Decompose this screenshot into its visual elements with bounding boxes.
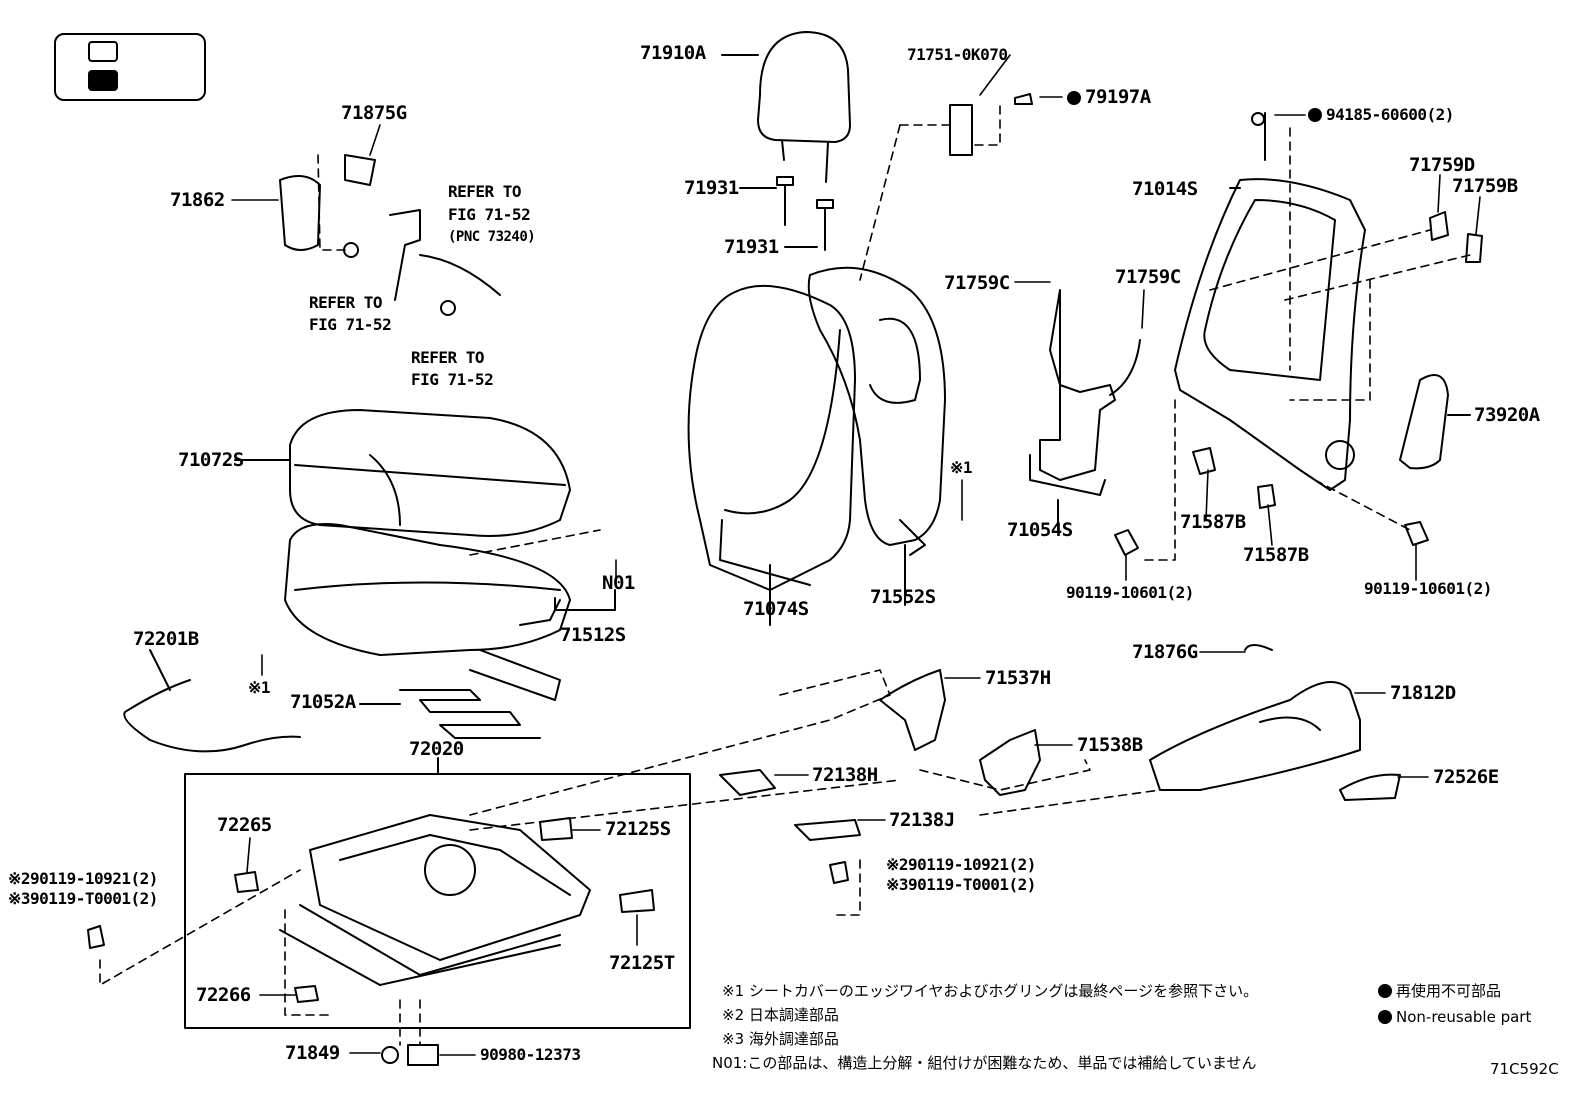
label-71587B-a: 71587B [1180,511,1246,533]
seat-cushion-cover-part [234,409,571,537]
lumbar-support-part [1029,289,1141,531]
seat-side-cover-part [1149,644,1401,801]
headrest-guide-parts [739,176,834,251]
label-73920A: 73920A [1474,404,1540,426]
label-N01: N01 [602,572,635,594]
label-71072S: 71072S [178,449,244,471]
label-ref1: ※1 [248,678,271,697]
label-pnc: (PNC 73240) [448,229,536,245]
note-1: ※1 シートカバーのエッジワイヤおよびホグリングは最終ページを参照下さい。 [722,982,1259,1000]
label-71552S: 71552S [870,586,936,608]
label-71812D: 71812D [1390,682,1456,704]
nonreusable-dot-icon [1378,1010,1392,1024]
nonreusable-dot-icon [1308,108,1322,122]
label-94185: 94185-60600(2) [1308,107,1454,123]
label-71074S: 71074S [743,598,809,620]
label-90119-a: 90119-10601(2) [1066,583,1194,602]
fastener-parts [87,93,1483,1066]
label-71052A: 71052A [290,691,356,713]
headrest-part [721,31,851,183]
label-71759D: 71759D [1409,154,1475,176]
seat-spring-part [359,649,561,739]
label-71759B: 71759B [1452,175,1518,197]
figure-id: 71C592C [1490,1060,1559,1078]
nonreusable-dot-icon [1067,91,1081,105]
label-71538B: 71538B [1077,734,1143,756]
label-71862: 71862 [170,189,225,211]
label-71512S: 71512S [560,624,626,646]
label-note1-mark: ※1 [950,458,973,477]
label-71759C-b: 71759C [1115,266,1181,288]
legend-box [54,33,206,101]
label-71587B-b: 71587B [1243,544,1309,566]
label-72266: 72266 [196,984,251,1006]
label-72138J: 72138J [889,809,955,831]
label-71849: 71849 [285,1042,340,1064]
label-72201B: 72201B [133,628,199,650]
label-refer-2: REFER TO [309,293,383,312]
label-72265: 72265 [217,814,272,836]
label-72125S: 72125S [605,818,671,840]
label-fig-3: FIG 71-52 [411,370,494,389]
label-72020: 72020 [409,738,464,760]
nonreusable-dot-icon [1378,984,1392,998]
note-2: ※2 日本調達部品 [722,1006,839,1024]
label-90119-b: 90119-10601(2) [1364,579,1492,598]
label-71875G: 71875G [341,102,407,124]
seatback-frame-part [1174,112,1366,491]
adjuster-assembly-box [184,773,691,1029]
label-71876G: 71876G [1132,641,1198,663]
legend-empty-square [88,41,118,62]
label-90980: 90980-12373 [480,1045,581,1064]
cushion-wire-part [123,649,301,753]
legend-nonreusable-jp: 再使用不可部品 [1378,984,1501,999]
label-390119-a: ※390119-T0001(2) [8,889,158,908]
seatback-cover-part [687,284,856,626]
legend-nonreusable-en: Non-reusable part [1378,1010,1531,1025]
note-N01: N01:この部品は、構造上分解・組付けが困難なため、単品では補給していません [712,1054,1257,1072]
label-72138H: 72138H [812,764,878,786]
label-79197A: 79197A [1067,88,1151,107]
label-71014S: 71014S [1132,178,1198,200]
seat-cushion-pad-part [284,523,616,656]
label-71931-b: 71931 [724,236,779,258]
label-290119-a: ※290119-10921(2) [8,869,158,888]
legend-filled-square [88,70,118,91]
seat-cover-shield-parts [719,669,1041,841]
label-71759C-a: 71759C [944,272,1010,294]
label-390119-b: ※390119-T0001(2) [886,875,1036,894]
side-airbag-part [1399,374,1471,470]
note-3: ※3 海外調達部品 [722,1030,839,1048]
seat-adjuster-part [279,814,591,986]
label-72526E: 72526E [1433,766,1499,788]
label-fig-1: FIG 71-52 [448,205,531,224]
label-fig-2: FIG 71-52 [309,315,392,334]
label-71537H: 71537H [985,667,1051,689]
label-72125T: 72125T [609,952,675,974]
seatback-pad-part [807,266,946,606]
label-refer-3: REFER TO [411,348,485,367]
label-71751: 71751-0K070 [907,45,1008,64]
label-71910A: 71910A [640,42,706,64]
label-refer-1: REFER TO [448,182,522,201]
label-71931-a: 71931 [684,177,739,199]
label-290119-b: ※290119-10921(2) [886,855,1036,874]
label-71054S: 71054S [1007,519,1073,541]
